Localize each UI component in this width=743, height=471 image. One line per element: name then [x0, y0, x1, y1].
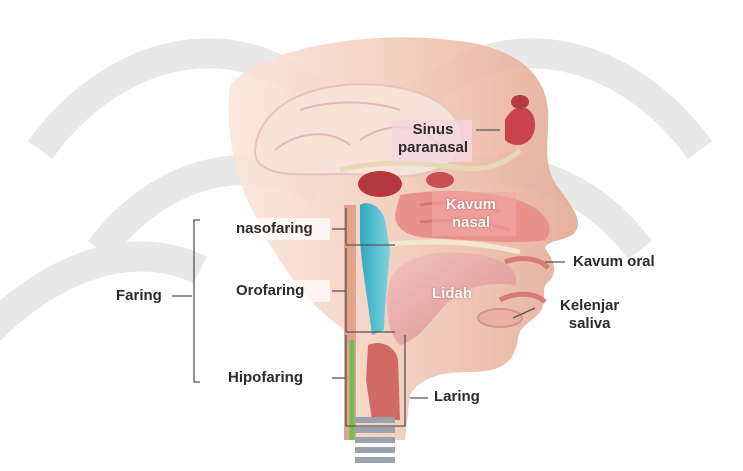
label-kavum-nasal-line1: Kavum	[446, 196, 496, 214]
label-faring: Faring	[116, 287, 162, 305]
label-laring: Laring	[434, 388, 480, 406]
label-kavum-nasal: Kavum nasal	[446, 196, 496, 232]
label-kelenjar-saliva: Kelenjar saliva	[560, 297, 619, 333]
label-sinus-paranasal: Sinus paranasal	[398, 121, 468, 157]
label-sinus-line2: paranasal	[398, 139, 468, 157]
label-hipofaring: Hipofaring	[228, 369, 303, 387]
label-kelenjar-line2: saliva	[560, 315, 619, 333]
label-kavum-oral: Kavum oral	[573, 253, 655, 271]
label-lidah: Lidah	[432, 285, 472, 303]
label-orofaring: Orofaring	[236, 282, 304, 300]
label-kelenjar-line1: Kelenjar	[560, 297, 619, 315]
sphenoid-sinus	[358, 171, 402, 197]
ethmoid-sinus	[426, 172, 454, 188]
label-nasofaring: nasofaring	[236, 220, 313, 238]
salivary-gland	[478, 309, 522, 327]
larynx	[366, 343, 400, 420]
label-kavum-nasal-line2: nasal	[446, 214, 496, 232]
label-sinus-line1: Sinus	[398, 121, 468, 139]
sinus-small	[511, 95, 529, 109]
